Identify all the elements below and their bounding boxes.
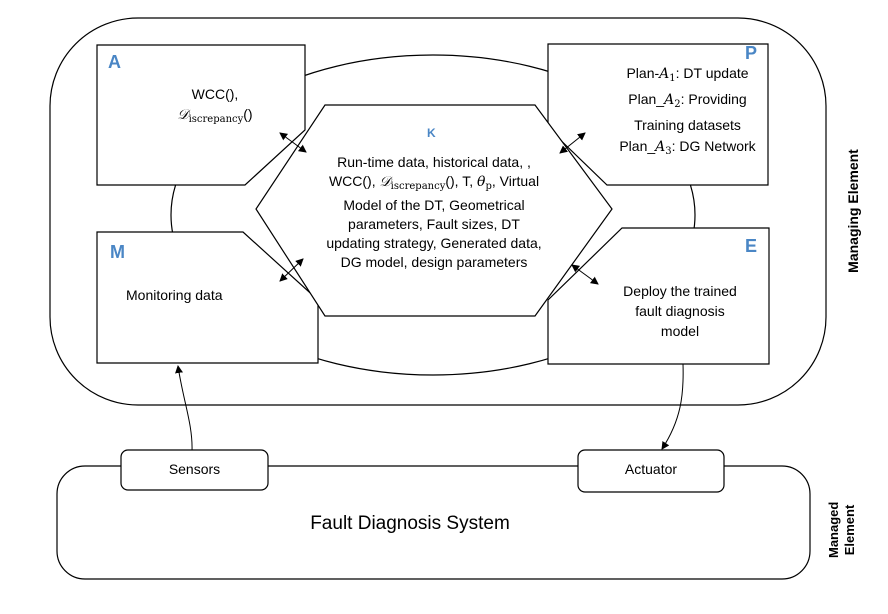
analyze-line-1: WCC(), [191, 86, 239, 102]
monitor-text: Monitoring data [126, 287, 223, 303]
managed-element-label: Managed Element [826, 502, 860, 558]
knowledge-line-5: updating strategy, Generated data, [326, 235, 542, 251]
actuator-label: Actuator [624, 461, 678, 477]
label-a: A [108, 52, 121, 72]
plan-line-2: Plan_A2: Providing [628, 91, 747, 110]
execute-line-2: fault diagnosis [635, 303, 725, 319]
analyze-text: WCC(), 𝒟iscrepancy() [140, 84, 290, 130]
managed-element-line-1: Managed [826, 501, 841, 558]
arrow-sensors-to-monitor [175, 365, 193, 452]
arrow-monitor-knowledge [279, 258, 304, 282]
plan-box [547, 43, 769, 186]
sensors-label: Sensors [168, 461, 221, 477]
monitor-box [96, 231, 319, 364]
knowledge-line-3: Model of the DT, Geometrical [343, 197, 525, 213]
knowledge-hexagon [255, 104, 613, 317]
execute-box [547, 227, 770, 365]
managed-element-box [56, 465, 811, 580]
analyze-line-2: 𝒟iscrepancy() [177, 106, 253, 125]
mape-loop-circle [170, 54, 696, 376]
fault-diagnosis-system-title: Fault Diagnosis System [310, 513, 510, 534]
arrow-execute-to-actuator [661, 363, 684, 450]
arrow-analyze-knowledge [279, 132, 307, 153]
managing-element-label: Managing Element [845, 149, 861, 273]
managed-element-line-2: Element [842, 504, 857, 556]
knowledge-line-6: DG model, design parameters [340, 254, 528, 270]
label-k: K [427, 126, 436, 140]
knowledge-line-4: parameters, Fault sizes, DT [348, 216, 520, 232]
knowledge-line-1: Run-time data, historical data, , [337, 154, 531, 170]
execute-line-1: Deploy the trained [623, 283, 737, 299]
actuator-box [577, 449, 725, 493]
knowledge-text: Run-time data, historical data, , WCC(),… [296, 153, 572, 272]
label-e: E [745, 236, 758, 256]
plan-line-4: Plan_A3: DG Network [619, 138, 756, 157]
managing-element-box [49, 17, 827, 406]
analyze-box [96, 44, 306, 186]
label-m: M [110, 242, 125, 262]
plan-text: Plan-A1: DT update Plan_A2: Providing Tr… [600, 63, 775, 162]
arrow-plan-knowledge [559, 132, 586, 154]
execute-text: Deploy the trained fault diagnosis model [600, 281, 760, 341]
plan-line-1: Plan-A1: DT update [626, 65, 749, 84]
execute-line-3: model [660, 323, 700, 339]
sensors-box [120, 449, 269, 491]
arrow-execute-knowledge [571, 264, 599, 285]
knowledge-line-2: WCC(), 𝒟iscrepancy(), T, θp, Virtual [328, 173, 540, 192]
label-p: P [745, 43, 758, 63]
plan-line-3: Training datasets [634, 117, 741, 133]
